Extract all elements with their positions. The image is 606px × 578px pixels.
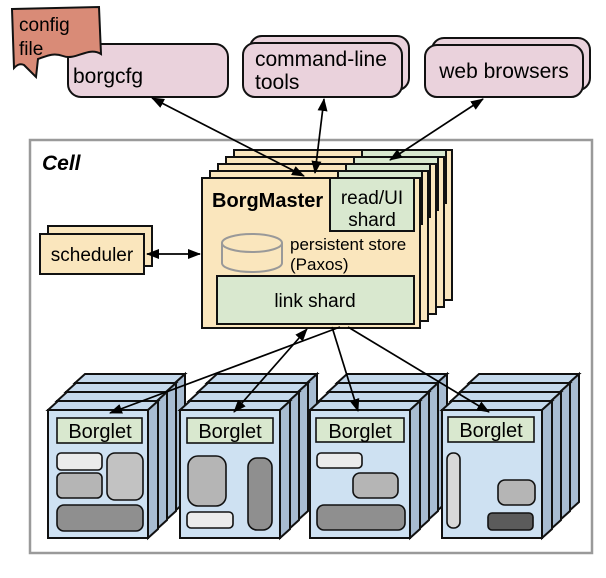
persistent-store-label-line2: (Paxos) bbox=[290, 255, 349, 274]
task-rect bbox=[487, 512, 534, 531]
task-rect bbox=[56, 472, 103, 499]
task-rect bbox=[56, 504, 144, 532]
web-browsers-node: web browsers bbox=[424, 37, 591, 98]
stack-layer-top bbox=[457, 382, 573, 393]
task-rect bbox=[446, 452, 461, 529]
stack-front-layer bbox=[424, 44, 584, 98]
borglet-agent-box bbox=[56, 417, 143, 444]
cell-label: Cell bbox=[42, 152, 82, 175]
stack-layer-top bbox=[439, 400, 555, 411]
command-line-tools-node: command-line tools bbox=[242, 35, 410, 98]
borglet-group-4: Borglet bbox=[439, 371, 582, 541]
task-rect bbox=[247, 457, 273, 531]
borglet-agent-box bbox=[315, 417, 405, 443]
arrow-linkshard-borglet4 bbox=[347, 326, 490, 413]
stack-layer-top bbox=[316, 391, 432, 402]
task-rect bbox=[316, 452, 363, 469]
stack-layer-top bbox=[334, 373, 450, 384]
borglet-group-3: Borglet bbox=[307, 371, 450, 541]
borglet-label: Borglet bbox=[68, 421, 132, 443]
borglet-agent-box bbox=[447, 416, 535, 443]
scheduler-label: scheduler bbox=[51, 245, 134, 266]
task-rect bbox=[187, 455, 227, 507]
task-rect bbox=[316, 504, 406, 531]
config-file-label-line2: file bbox=[19, 39, 43, 60]
borgcfg-label: borgcfg bbox=[73, 65, 143, 88]
web-browsers-label: web browsers bbox=[438, 60, 569, 83]
stack-layer-top bbox=[54, 391, 170, 402]
read-ui-shard-label-line1: read/UI bbox=[341, 188, 403, 209]
database-cylinder-icon bbox=[221, 233, 283, 273]
stack-layer-top bbox=[63, 382, 179, 393]
arrow-browsers-readui bbox=[389, 98, 484, 161]
scheduler-front-layer bbox=[39, 233, 145, 275]
command-line-tools-label-line2: tools bbox=[255, 71, 299, 94]
borgmaster-node: BorgMaster read/UI shard persistent stor… bbox=[201, 149, 453, 329]
stack-layer-top bbox=[177, 400, 293, 411]
borgcfg-node bbox=[67, 43, 229, 98]
task-rect bbox=[56, 452, 103, 471]
scheduler-node: scheduler bbox=[39, 225, 153, 275]
borglet-agent-box bbox=[186, 417, 274, 444]
borglet-group-1: Borglet bbox=[45, 371, 188, 541]
task-rect bbox=[352, 472, 399, 499]
arrow-linkshard-borglet3 bbox=[331, 326, 360, 412]
link-shard-box bbox=[216, 275, 415, 325]
arrow-borgcfg-borgmaster bbox=[151, 97, 305, 177]
arrow-tools-borgmaster bbox=[311, 98, 328, 174]
borglet-group-2: Borglet bbox=[177, 371, 320, 541]
borglet-label: Borglet bbox=[459, 420, 523, 442]
borglet-label: Borglet bbox=[328, 421, 392, 443]
stack-layer-side bbox=[409, 398, 421, 541]
task-rect bbox=[186, 511, 234, 529]
document-icon bbox=[10, 5, 103, 80]
command-line-tools-label-line1: command-line bbox=[255, 48, 387, 71]
persistent-store-label-line1: persistent store bbox=[290, 235, 406, 254]
link-shard-label: link shard bbox=[274, 291, 355, 312]
stack-layer-top bbox=[204, 373, 320, 384]
stack-layer-side bbox=[279, 398, 291, 541]
borglet-label: Borglet bbox=[198, 421, 262, 443]
config-file-node: config file bbox=[10, 5, 103, 80]
borgmaster-label: BorgMaster bbox=[212, 190, 323, 212]
stack-layer-top bbox=[466, 373, 582, 384]
task-rect bbox=[106, 452, 144, 501]
stack-layer-side bbox=[147, 398, 159, 541]
stack-layer-top bbox=[72, 373, 188, 384]
borgmaster-front-layer: BorgMaster read/UI shard persistent stor… bbox=[201, 177, 421, 329]
stack-layer-side bbox=[541, 398, 553, 541]
stack-layer-top bbox=[45, 400, 161, 411]
stack-front-layer bbox=[242, 42, 403, 98]
stack-layer-top bbox=[307, 400, 423, 411]
read-ui-shard-label-line2: shard bbox=[348, 210, 396, 231]
stack-layer-top bbox=[325, 382, 441, 393]
read-ui-shard-box bbox=[329, 177, 415, 232]
task-rect bbox=[497, 479, 536, 506]
arrow-linkshard-borglet2 bbox=[233, 328, 308, 413]
config-file-label-line1: config bbox=[19, 15, 70, 36]
